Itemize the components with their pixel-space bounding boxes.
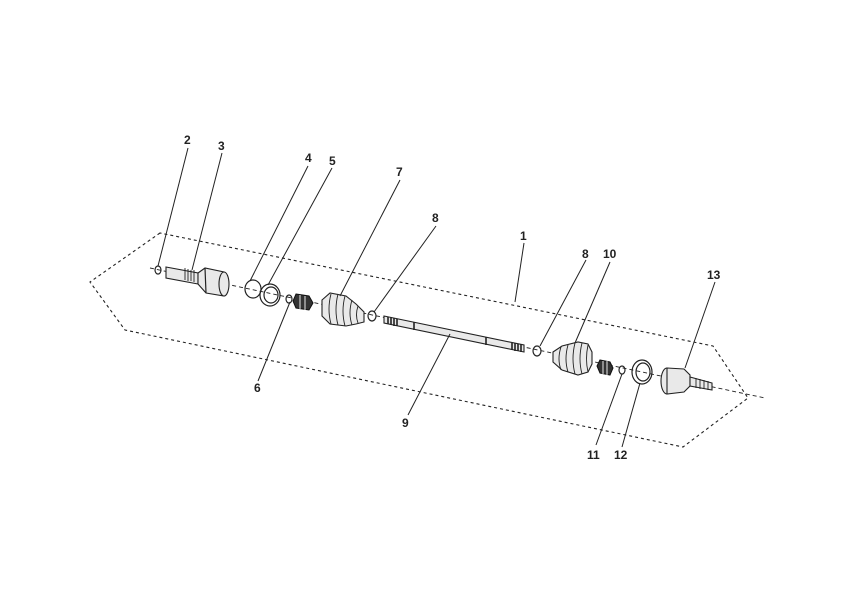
part-12-band-clamp [631, 359, 653, 385]
leader-3 [191, 152, 223, 271]
leader-2 [157, 147, 189, 267]
callout-5: 5 [329, 154, 336, 168]
leader-8a [373, 225, 437, 313]
leader-12 [621, 382, 641, 448]
part-11-bearing-cage [596, 359, 626, 376]
leader-5 [267, 167, 333, 286]
leader-lines [157, 147, 716, 448]
part-5-band-clamp [259, 283, 281, 307]
callout-7: 7 [396, 165, 403, 179]
callout-6: 6 [254, 381, 261, 395]
leader-4 [249, 165, 309, 282]
part-6-washer-tripod [285, 293, 314, 311]
callout-10: 10 [603, 247, 617, 261]
assembly-boundary [89, 232, 749, 448]
part-8b-o-ring [532, 345, 542, 357]
part-8a-o-ring [367, 310, 377, 322]
leader-8b [539, 259, 587, 347]
callout-13: 13 [707, 268, 721, 282]
leader-10 [574, 261, 611, 344]
part-13-outer-cv-joint [660, 367, 713, 395]
callout-3: 3 [218, 139, 225, 153]
callout-8b: 8 [582, 247, 589, 261]
part-3-inner-joint-housing [165, 266, 230, 297]
callout-11: 11 [587, 448, 600, 462]
callout-1: 1 [520, 229, 527, 243]
part-7-inner-boot [321, 292, 365, 327]
leader-1 [514, 242, 525, 303]
leader-11 [595, 373, 623, 446]
part-9-shaft [383, 315, 525, 353]
leader-13 [684, 281, 716, 369]
callout-4: 4 [305, 151, 312, 165]
leader-6 [257, 301, 291, 382]
leader-7 [339, 179, 401, 297]
part-10-outer-boot [552, 341, 593, 376]
leader-9 [407, 333, 451, 416]
callout-12: 12 [614, 448, 628, 462]
callout-labels: 2 3 4 5 6 7 8 1 8 10 9 11 12 13 [184, 133, 721, 462]
callout-2: 2 [184, 133, 191, 147]
callout-8a: 8 [432, 211, 439, 225]
callout-9: 9 [402, 416, 409, 430]
